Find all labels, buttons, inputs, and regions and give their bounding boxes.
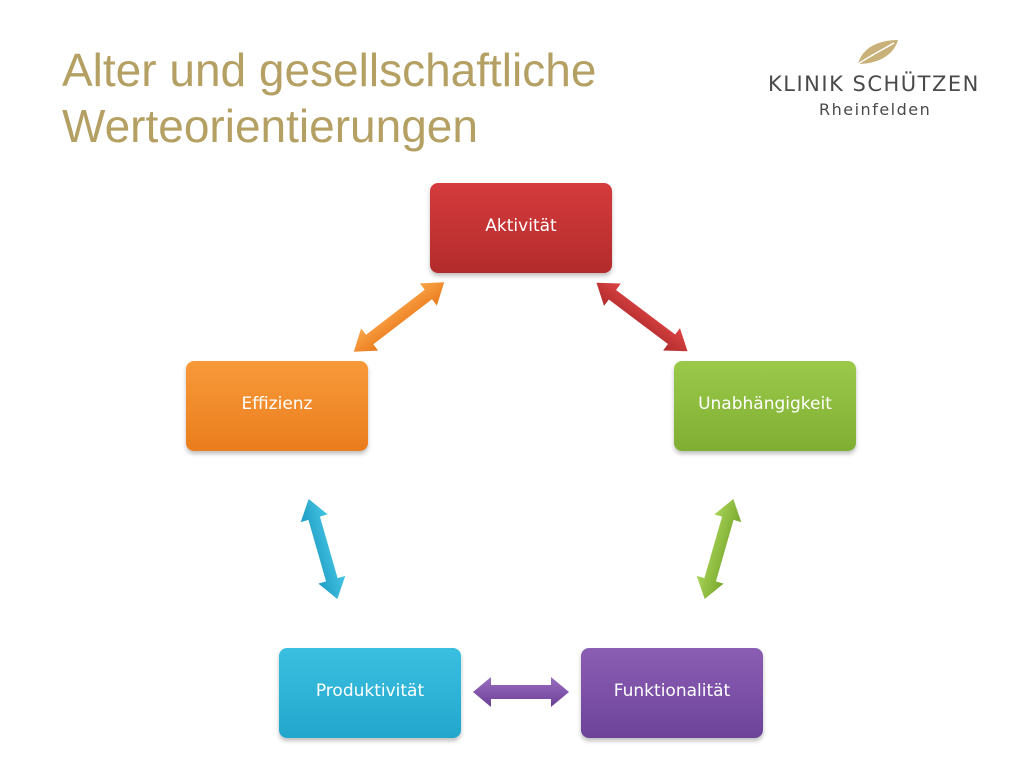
logo-name: KLINIK SCHÜTZEN <box>768 72 980 96</box>
arrow-unabhaengigkeit-funktionalitaet <box>696 499 742 599</box>
arrow-produktivitaet-funktionalitaet <box>473 677 569 707</box>
node-unabhaengigkeit: Unabhängigkeit <box>674 361 856 451</box>
node-effizienz: Effizienz <box>186 361 368 451</box>
node-produktivitaet: Produktivität <box>279 648 461 738</box>
slide-title-line-2: Werteorientierungen <box>62 100 478 152</box>
arrow-effizienz-produktivitaet <box>300 499 346 599</box>
node-aktivitaet: Aktivität <box>430 183 612 273</box>
node-funktionalitaet: Funktionalität <box>581 648 763 738</box>
arrow-effizienz-aktivitaet <box>353 282 445 352</box>
slide-title-line-1: Alter und gesellschaftliche <box>62 44 597 96</box>
slide-title: Alter und gesellschaftliche Werteorienti… <box>62 42 596 154</box>
arrow-aktivitaet-unabhaengigkeit <box>596 282 688 352</box>
clinic-logo: KLINIK SCHÜTZEN Rheinfelden <box>760 38 990 128</box>
leaf-icon <box>857 40 898 65</box>
logo-location: Rheinfelden <box>819 100 932 119</box>
